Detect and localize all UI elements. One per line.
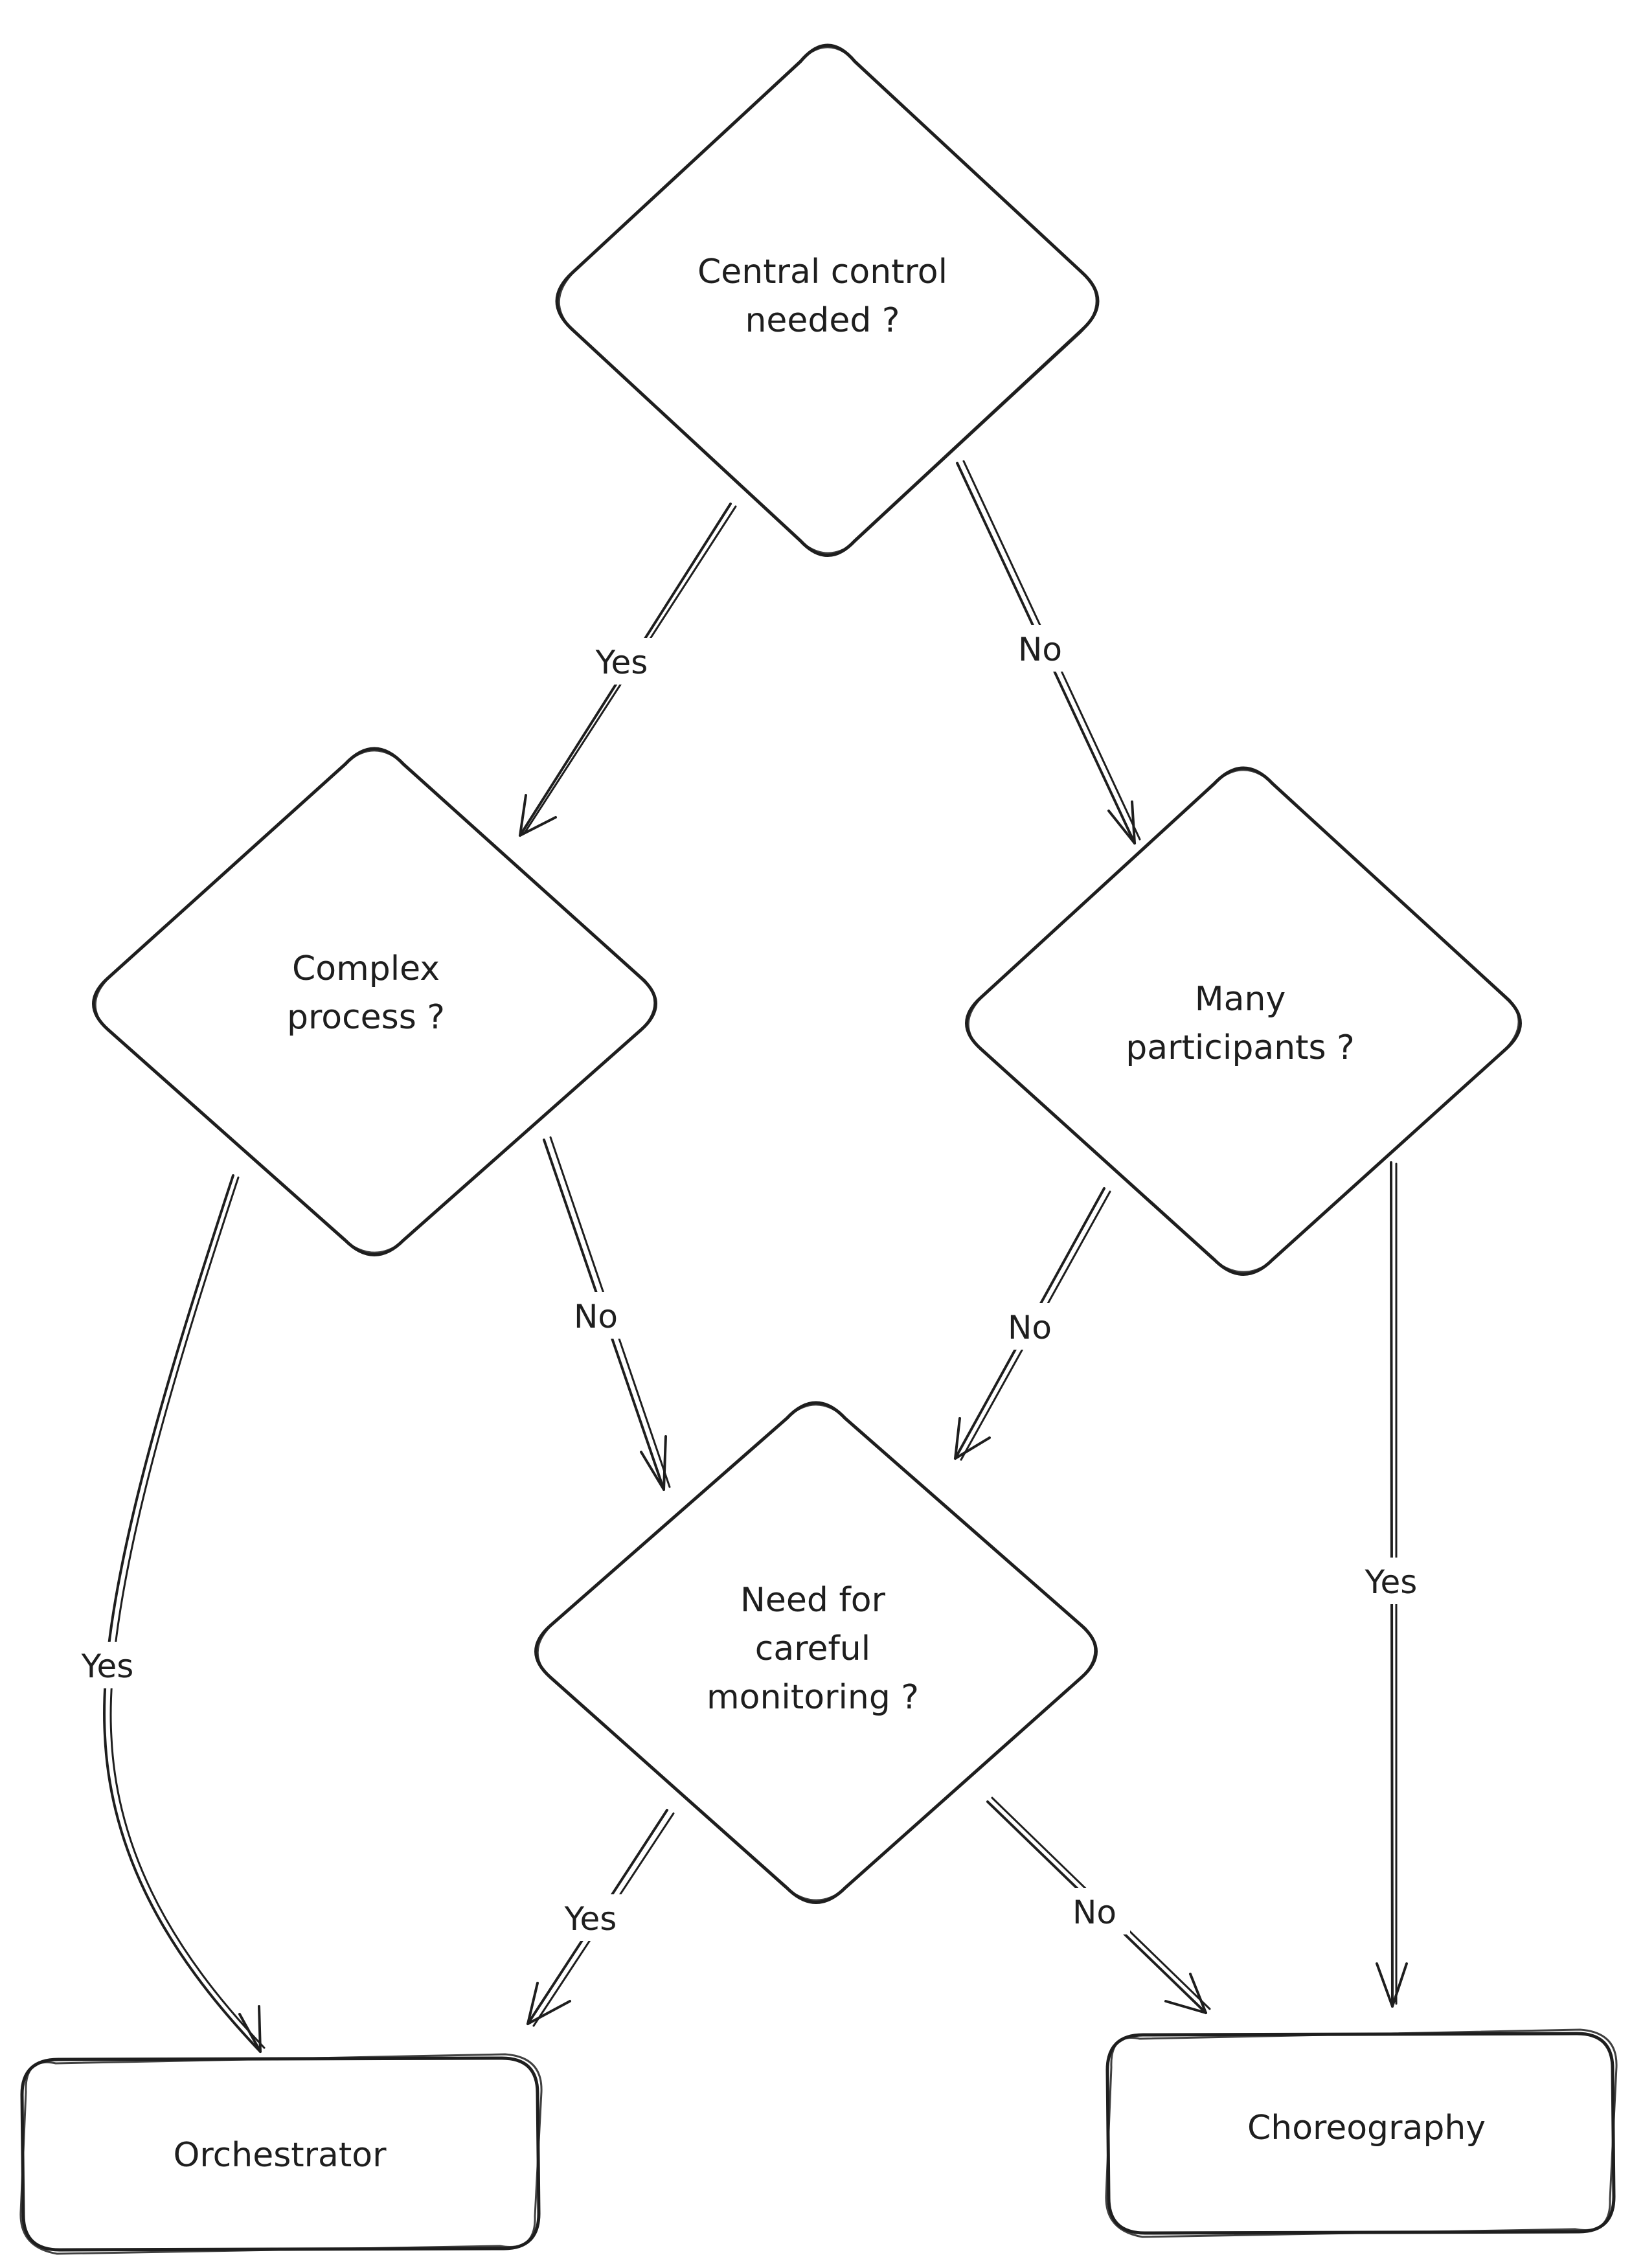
decision-central-control[interactable]: Central control needed ?	[555, 43, 1100, 557]
orchestrator-label: Orchestrator	[173, 2136, 387, 2175]
complex-no-label: No	[574, 1298, 618, 1335]
many-label-line-2: participants ?	[1126, 1028, 1355, 1067]
many-no-label: No	[1008, 1309, 1052, 1346]
monitor-label-line-3: monitoring ?	[707, 1678, 919, 1717]
decision-complex-process[interactable]: Complex process ?	[92, 747, 657, 1256]
central-label-line-1: Central control	[697, 253, 947, 291]
edge-many-no: No	[954, 1187, 1111, 1461]
complex-label-line-2: process ?	[287, 998, 445, 1037]
central-no-label: No	[1018, 631, 1062, 668]
edge-many-yes: Yes	[1346, 1161, 1440, 2008]
many-label-line-1: Many	[1195, 980, 1286, 1019]
edge-central-yes: Yes	[519, 503, 737, 837]
edge-complex-no: No	[543, 1136, 671, 1491]
terminal-orchestrator[interactable]: Orchestrator	[19, 2053, 543, 2255]
decision-many-participants[interactable]: Many participants ?	[965, 766, 1522, 1276]
monitor-label-line-1: Need for	[740, 1581, 886, 1620]
edge-monitor-no: No	[986, 1797, 1211, 2014]
central-yes-label: Yes	[595, 644, 648, 681]
decision-careful-monitoring[interactable]: Need for careful monitoring ?	[534, 1401, 1098, 1904]
terminal-choreography[interactable]: Choreography	[1105, 2028, 1618, 2238]
edge-complex-yes: Yes	[65, 1174, 266, 2053]
monitor-no-label: No	[1072, 1894, 1116, 1931]
central-label-line-2: needed ?	[745, 301, 900, 340]
complex-yes-label: Yes	[81, 1648, 134, 1685]
edge-monitor-yes: Yes	[527, 1809, 675, 2027]
choreography-label: Choreography	[1247, 2109, 1486, 2148]
complex-label-line-1: Complex	[292, 949, 440, 988]
monitor-label-line-2: careful	[755, 1629, 870, 1668]
monitor-yes-label: Yes	[564, 1900, 617, 1938]
many-yes-label: Yes	[1365, 1563, 1418, 1601]
edge-central-no: No	[956, 460, 1141, 845]
